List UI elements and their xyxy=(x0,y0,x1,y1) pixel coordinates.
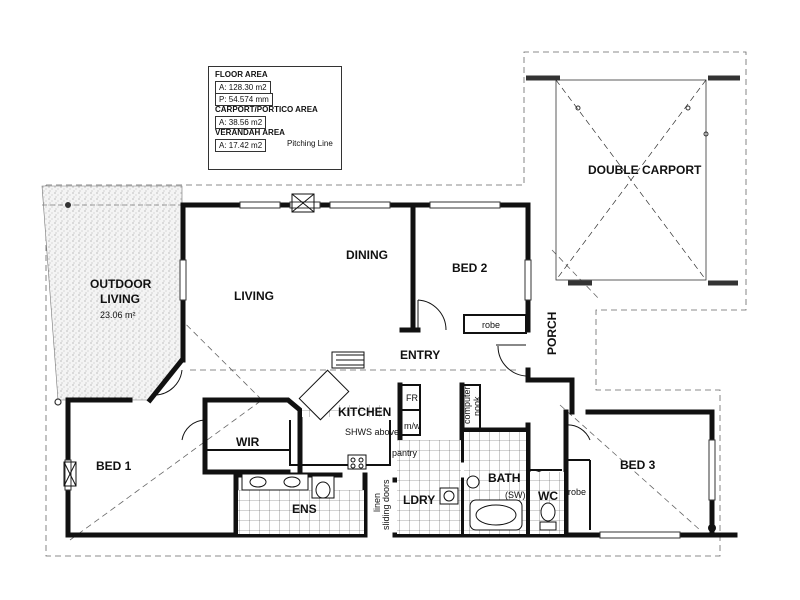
fixtures xyxy=(241,351,557,531)
label-bed1: BED 1 xyxy=(96,459,132,473)
label-entry: ENTRY xyxy=(400,348,440,362)
label-computer: computer xyxy=(462,386,472,424)
windows xyxy=(64,201,716,539)
label-robe-bed3: robe xyxy=(568,487,586,497)
walls xyxy=(65,202,738,538)
label-porch: PORCH xyxy=(545,312,559,355)
label-double-carport: DOUBLE CARPORT xyxy=(588,163,702,177)
label-sliding-doors: sliding doors xyxy=(381,479,391,530)
corner-marker xyxy=(708,524,716,532)
carport-outline xyxy=(526,75,740,286)
verandah-area-value: A: 17.42 m2 xyxy=(215,139,267,152)
label-robe-bed2: robe xyxy=(482,320,500,330)
label-shower-sw: (SW) xyxy=(505,490,526,500)
label-wir: WIR xyxy=(236,435,260,449)
label-outdoor-living-line2: LIVING xyxy=(100,292,140,306)
perimeter-value: P: 54.574 mm xyxy=(215,93,273,106)
label-fridge: FR xyxy=(406,393,418,403)
label-ens: ENS xyxy=(292,502,317,516)
label-shws-above: SHWS above xyxy=(345,427,399,437)
roof-outline xyxy=(45,51,747,557)
carport-area-value: A: 38.56 m2 xyxy=(215,116,267,129)
label-pantry: pantry xyxy=(392,448,418,458)
pitching-line-note: Pitching Line xyxy=(287,139,333,148)
label-outdoor-area: 23.06 m² xyxy=(100,310,136,320)
label-dining: DINING xyxy=(346,248,388,262)
label-bed3: BED 3 xyxy=(620,458,656,472)
outdoor-living-area xyxy=(41,185,183,406)
floor-area-title: FLOOR AREA xyxy=(215,70,268,79)
hatched-features xyxy=(63,193,315,487)
label-linen: linen xyxy=(372,493,382,512)
label-ldry: LDRY xyxy=(403,493,435,507)
carport-area-title: CARPORT/PORTICO AREA xyxy=(215,105,318,114)
label-kitchen: KITCHEN xyxy=(338,405,391,419)
entry-steps xyxy=(336,344,526,366)
label-outdoor-living-line1: OUTDOOR xyxy=(90,277,152,291)
label-microwave: m/w xyxy=(404,421,421,431)
label-living: LIVING xyxy=(234,289,274,303)
area-schedule: FLOOR AREA A: 128.30 m2 P: 54.574 mm CAR… xyxy=(208,66,342,170)
verandah-area-title: VERANDAH AREA xyxy=(215,128,285,137)
label-bath: BATH xyxy=(488,471,520,485)
label-bed2: BED 2 xyxy=(452,261,488,275)
label-wc: WC xyxy=(538,489,558,503)
label-nook: nook xyxy=(472,396,482,416)
